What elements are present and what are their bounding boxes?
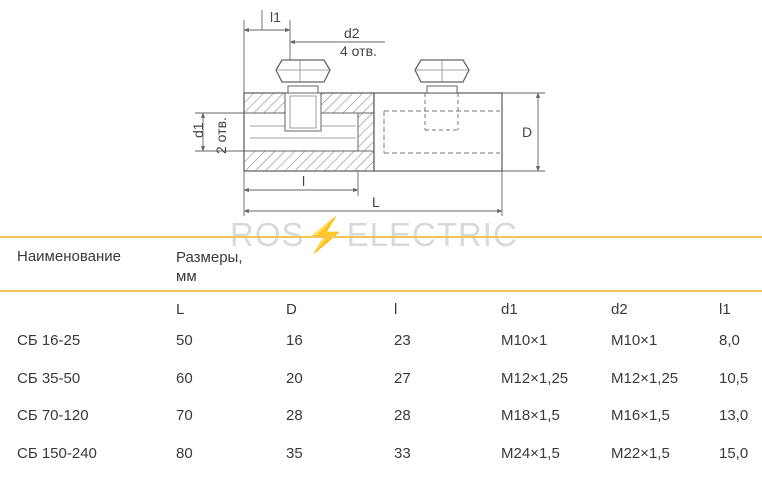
label-l1: l1	[270, 9, 281, 25]
dimension-labels: l1 d2 4 отв. d1 2 отв. D l L	[190, 9, 532, 210]
cell-d2: M10×1	[611, 332, 658, 349]
cell-l1: 10,5	[719, 370, 749, 387]
cell-D: 16	[286, 332, 303, 349]
cell-L: 70	[176, 407, 193, 424]
cell-d2: M12×1,25	[611, 370, 679, 387]
cell-l1: 13,0	[719, 407, 749, 424]
unit-L: L	[176, 301, 185, 318]
cell-name: СБ 35-50	[17, 370, 81, 387]
cell-name: СБ 150-240	[17, 445, 97, 462]
watermark-right: ELECTRIC	[346, 216, 518, 253]
label-d1: d1	[190, 122, 206, 138]
unit-d2: d2	[611, 301, 628, 318]
cell-L: 80	[176, 445, 193, 462]
cell-L: 60	[176, 370, 193, 387]
unit-l: l	[394, 301, 398, 318]
label-d2: d2	[344, 25, 360, 41]
unit-d1: d1	[501, 301, 518, 318]
cell-d1: M24×1,5	[501, 445, 560, 462]
cell-d2: M22×1,5	[611, 445, 670, 462]
header-sizes-line1: Размеры,	[176, 249, 243, 266]
cell-L: 50	[176, 332, 193, 349]
cell-l1: 8,0	[719, 332, 740, 349]
header-sizes: Размеры, мм	[176, 248, 243, 286]
cell-d1: M12×1,25	[501, 370, 569, 387]
cell-d1: M10×1	[501, 332, 548, 349]
cell-l: 28	[394, 407, 411, 424]
cell-D: 20	[286, 370, 303, 387]
table-top-rule	[0, 236, 762, 238]
label-d2-holes: 4 отв.	[340, 43, 377, 59]
header-name: Наименование	[17, 248, 121, 265]
cell-l: 27	[394, 370, 411, 387]
table-header-rule	[0, 290, 762, 292]
cell-l: 33	[394, 445, 411, 462]
unit-l1: l1	[719, 301, 731, 318]
cell-d2: M16×1,5	[611, 407, 670, 424]
label-l: l	[302, 173, 305, 189]
outer-half	[373, 92, 503, 172]
cell-D: 35	[286, 445, 303, 462]
cell-name: СБ 70-120	[17, 407, 89, 424]
cell-d1: M18×1,5	[501, 407, 560, 424]
right-bolt	[414, 59, 470, 94]
cell-l1: 15,0	[719, 445, 749, 462]
sectioned-half	[243, 92, 375, 172]
left-bolt	[275, 59, 331, 94]
unit-D: D	[286, 301, 297, 318]
label-L: L	[372, 194, 380, 210]
cell-D: 28	[286, 407, 303, 424]
watermark-left: ROS	[230, 216, 305, 253]
label-D: D	[522, 124, 532, 140]
dimensions	[195, 10, 545, 216]
cell-l: 23	[394, 332, 411, 349]
lightning-icon: ⚡	[304, 216, 347, 253]
cell-name: СБ 16-25	[17, 332, 81, 349]
label-d1-holes: 2 отв.	[213, 117, 229, 154]
connector-drawing: l1 d2 4 отв. d1 2 отв. D l L	[190, 9, 545, 216]
watermark-logo: ROS⚡ELECTRIC	[230, 218, 518, 251]
header-sizes-line2: мм	[176, 268, 197, 285]
